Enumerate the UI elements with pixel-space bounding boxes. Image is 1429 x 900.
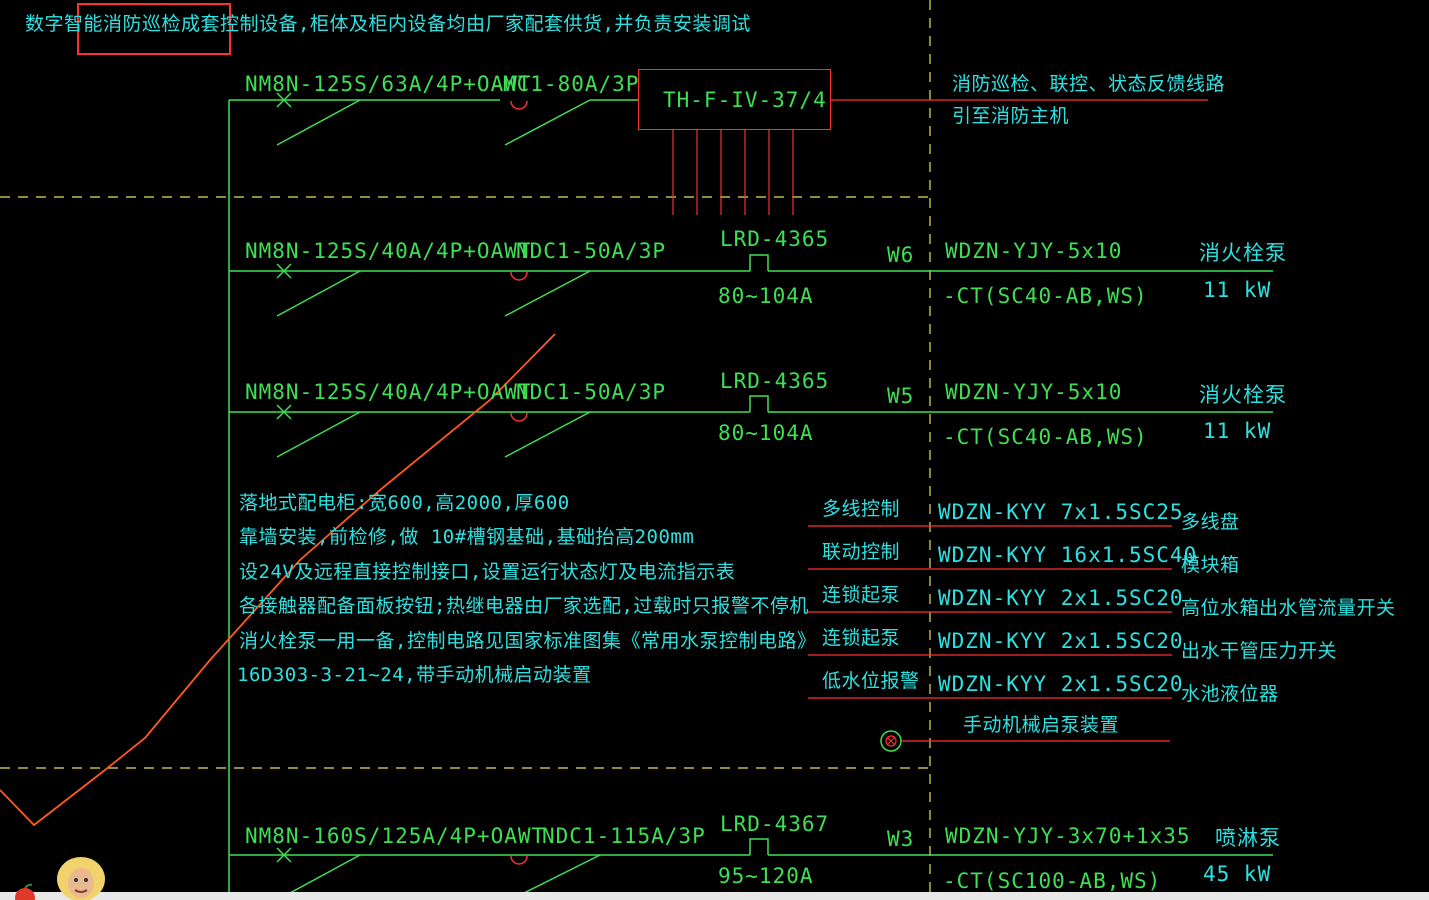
row-w5-arc bbox=[510, 412, 528, 422]
note-line: 16D303-3-21~24,带手动机械启动装置 bbox=[237, 664, 592, 686]
w6-relay-label: LRD-4365 bbox=[720, 227, 830, 251]
inspection-switch-label: MC1-80A/3P bbox=[503, 72, 640, 96]
w3-relay-range: 95~120A bbox=[718, 864, 814, 888]
row-w6-arc bbox=[510, 271, 528, 281]
row-w6-wiring bbox=[229, 254, 1273, 317]
manual-start-label: 手动机械启泵装置 bbox=[963, 714, 1120, 736]
w5-relay-label: LRD-4365 bbox=[720, 369, 830, 393]
inspection-note-line1: 消防巡检、联控、状态反馈线路 bbox=[952, 73, 1226, 95]
control-cable: WDZN-KYY 7x1.5SC25 bbox=[938, 500, 1184, 524]
w6-contactor-label: NDC1-50A/3P bbox=[516, 239, 667, 263]
w6-breaker-label: NM8N-125S/40A/4P+OAWT bbox=[245, 239, 532, 263]
row-inspection-arc bbox=[510, 100, 528, 110]
control-target: 多线盘 bbox=[1181, 511, 1240, 533]
control-label: 多线控制 bbox=[822, 498, 901, 520]
row-w3-arc bbox=[510, 855, 528, 865]
w3-feeder-id: W3 bbox=[887, 827, 915, 851]
w5-load-name: 消火栓泵 bbox=[1199, 383, 1287, 407]
header-note-prefix: 数字智能 bbox=[25, 13, 104, 35]
manual-start-symbol bbox=[880, 730, 902, 752]
control-target: 出水干管压力开关 bbox=[1181, 640, 1338, 662]
w3-load-power: 45 kW bbox=[1203, 862, 1272, 886]
w6-load-power: 11 kW bbox=[1203, 278, 1272, 302]
w6-relay-range: 80~104A bbox=[718, 284, 814, 308]
w5-relay-range: 80~104A bbox=[718, 421, 814, 445]
inspection-note-line2: 引至消防主机 bbox=[952, 105, 1070, 127]
inspection-breaker-label: NM8N-125S/63A/4P+OAWT bbox=[245, 72, 532, 96]
taskbar bbox=[0, 892, 1429, 900]
note-line: 落地式配电柜:宽600,高2000,厚600 bbox=[239, 492, 570, 514]
control-label: 连锁起泵 bbox=[822, 627, 901, 649]
note-line: 靠墙安装,前检修,做 10#槽钢基础,基础抬高200mm bbox=[239, 526, 695, 548]
controller-box[interactable] bbox=[638, 69, 831, 130]
header-note: 数字智能消防巡检成套控制设备,柜体及柜内设备均由厂家配套供货,并负责安装调试 bbox=[25, 15, 751, 34]
w6-load-name: 消火栓泵 bbox=[1199, 241, 1287, 265]
w5-breaker-label: NM8N-125S/40A/4P+OAWT bbox=[245, 380, 532, 404]
w3-breaker-label: NM8N-160S/125A/4P+OAWT bbox=[245, 824, 546, 848]
control-cable: WDZN-KYY 2x1.5SC20 bbox=[938, 586, 1184, 610]
note-line: 各接触器配备面板按钮;热继电器由厂家选配,过载时只报警不停机 bbox=[239, 595, 809, 617]
row-w5-wiring bbox=[229, 395, 1273, 458]
w6-conduit-label: -CT(SC40-AB,WS) bbox=[943, 284, 1148, 308]
w5-cable-label: WDZN-YJY-5x10 bbox=[945, 380, 1123, 404]
control-target: 高位水箱出水管流量开关 bbox=[1181, 597, 1396, 619]
w3-relay-label: LRD-4367 bbox=[720, 812, 830, 836]
controller-terminals bbox=[672, 130, 794, 215]
apple-icon[interactable] bbox=[10, 884, 40, 900]
header-note-suffix: 柜体及柜内设备均由厂家配套供货,并负责安装调试 bbox=[309, 13, 751, 35]
w5-contactor-label: NDC1-50A/3P bbox=[516, 380, 667, 404]
highlight-box bbox=[77, 3, 231, 55]
w3-conduit-label: -CT(SC100-AB,WS) bbox=[943, 869, 1162, 893]
control-cable: WDZN-KYY 2x1.5SC20 bbox=[938, 629, 1184, 653]
note-line: 消火栓泵一用一备,控制电路见国家标准图集《常用水泵控制电路》 bbox=[239, 630, 817, 652]
control-cable: WDZN-KYY 2x1.5SC20 bbox=[938, 672, 1184, 696]
w6-feeder-id: W6 bbox=[887, 243, 915, 267]
w6-cable-label: WDZN-YJY-5x10 bbox=[945, 239, 1123, 263]
w3-load-name: 喷淋泵 bbox=[1215, 826, 1281, 850]
note-line: 设24V及远程直接控制接口,设置运行状态灯及电流指示表 bbox=[239, 561, 736, 583]
control-cable: WDZN-KYY 16x1.5SC40 bbox=[938, 543, 1198, 567]
control-label: 低水位报警 bbox=[822, 670, 920, 692]
control-target: 模块箱 bbox=[1181, 554, 1240, 576]
w3-cable-label: WDZN-YJY-3x70+1x35 bbox=[945, 824, 1191, 848]
control-target: 水池液位器 bbox=[1181, 683, 1279, 705]
control-label: 联动控制 bbox=[822, 541, 901, 563]
row-inspection-wiring bbox=[229, 92, 638, 146]
w5-conduit-label: -CT(SC40-AB,WS) bbox=[943, 425, 1148, 449]
w5-load-power: 11 kW bbox=[1203, 419, 1272, 443]
markup-freehand-stroke bbox=[0, 333, 556, 827]
w3-contactor-label: NDC1-115A/3P bbox=[542, 824, 706, 848]
controller-label: TH-F-IV-37/4 bbox=[663, 88, 827, 112]
control-underlines bbox=[808, 525, 1172, 742]
header-note-highlight: 消防巡检成套控制设备, bbox=[103, 13, 310, 35]
control-label: 连锁起泵 bbox=[822, 584, 901, 606]
avatar-icon[interactable] bbox=[56, 857, 106, 900]
w5-feeder-id: W5 bbox=[887, 384, 915, 408]
